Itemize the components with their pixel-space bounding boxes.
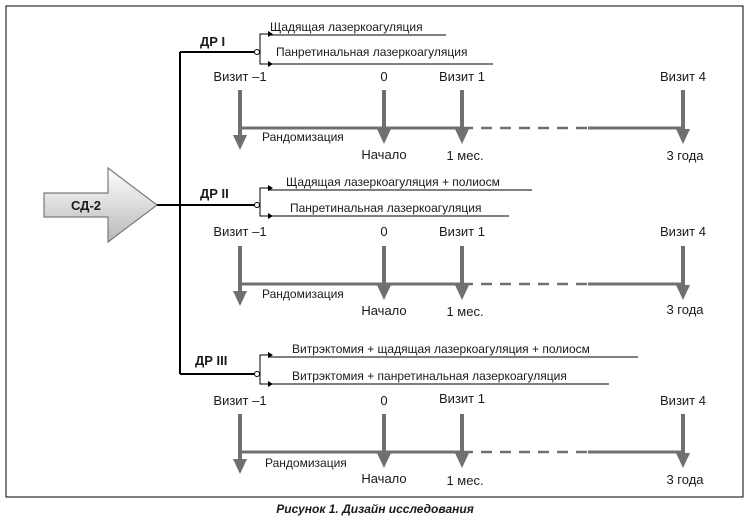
visit-1-label: Визит 1 — [439, 391, 485, 406]
visit-4-label: Визит 4 — [660, 224, 706, 239]
visit-4-label: Визит 4 — [660, 69, 706, 84]
option-label: Щадящая лазеркоагуляция + полиосм — [286, 175, 500, 189]
start-label: Начало — [361, 303, 406, 318]
years3-label: 3 года — [666, 148, 704, 163]
randomization-label: Рандомизация — [262, 287, 344, 301]
fork-lower — [259, 374, 268, 385]
visit-1-arrow — [455, 414, 469, 468]
branch-node — [254, 371, 260, 377]
visit-4-label: Визит 4 — [660, 393, 706, 408]
month1-label: 1 мес. — [446, 148, 483, 163]
visit-minus1-arrow — [233, 414, 247, 474]
randomization-label: Рандомизация — [262, 130, 344, 144]
group-dr2: ДР II Щадящая лазеркоагуляция + полиосм … — [180, 175, 706, 319]
option-label: Панретинальная лазеркоагуляция — [290, 201, 481, 215]
years3-label: 3 года — [666, 302, 704, 317]
branch-node — [254, 49, 260, 55]
visit-4-arrow — [676, 90, 690, 144]
visit-minus1-arrow — [233, 246, 247, 306]
randomization-label: Рандомизация — [265, 456, 347, 470]
fork-lower — [259, 205, 268, 217]
visit-1-label: Визит 1 — [439, 224, 485, 239]
fork-upper — [259, 354, 268, 374]
visit-minus1-label: Визит –1 — [213, 69, 266, 84]
figure-caption: Рисунок 1. Дизайн исследования — [276, 502, 474, 516]
source-label: СД-2 — [71, 198, 101, 213]
group-label: ДР I — [200, 34, 225, 49]
fork-upper — [259, 33, 268, 52]
visit-0-label: 0 — [380, 69, 387, 84]
fork-upper — [259, 187, 268, 205]
option-label: Щадящая лазеркоагуляция — [270, 20, 423, 34]
visit-1-arrow — [455, 246, 469, 300]
branch-node — [254, 202, 260, 208]
option-label: Панретинальная лазеркоагуляция — [276, 45, 467, 59]
diagram-frame — [5, 5, 744, 498]
visit-1-arrow — [455, 90, 469, 144]
source-arrow — [43, 166, 158, 244]
visit-minus1-label: Визит –1 — [213, 224, 266, 239]
group-label: ДР III — [195, 353, 227, 368]
fork-lower — [259, 52, 268, 65]
group-dr3: ДР III Витрэктомия + щадящая лазеркоагул… — [180, 342, 706, 488]
visit-0-arrow — [377, 414, 391, 468]
option-label: Витрэктомия + щадящая лазеркоагуляция + … — [292, 342, 590, 356]
start-label: Начало — [361, 147, 406, 162]
month1-label: 1 мес. — [446, 304, 483, 319]
visit-4-arrow — [676, 414, 690, 468]
option-label: Витрэктомия + панретинальная лазеркоагул… — [292, 369, 567, 383]
group-dr1: ДР I Щадящая лазеркоагуляция Панретиналь… — [180, 20, 706, 163]
visit-minus1-arrow — [233, 90, 247, 150]
visit-minus1-label: Визит –1 — [213, 393, 266, 408]
start-label: Начало — [361, 471, 406, 486]
visit-0-arrow — [377, 90, 391, 144]
years3-label: 3 года — [666, 472, 704, 487]
visit-0-label: 0 — [380, 393, 387, 408]
visit-1-label: Визит 1 — [439, 69, 485, 84]
visit-0-arrow — [377, 246, 391, 300]
group-label: ДР II — [200, 186, 229, 201]
month1-label: 1 мес. — [446, 473, 483, 488]
visit-4-arrow — [676, 246, 690, 300]
visit-0-label: 0 — [380, 224, 387, 239]
